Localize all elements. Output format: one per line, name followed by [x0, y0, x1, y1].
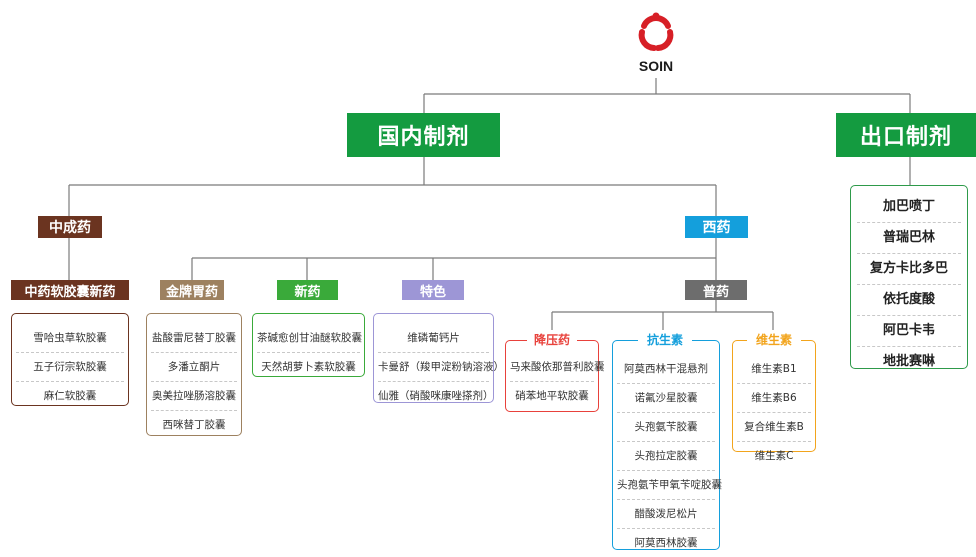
special-header: 特色 — [402, 280, 464, 300]
list-item: 醋酸泼尼松片 — [617, 500, 715, 529]
list-item: 加巴喷丁 — [857, 192, 961, 223]
list-item: 仙雅（硝酸咪康唑搽剂） — [378, 390, 494, 402]
list-item: 头孢氨苄胶囊 — [617, 413, 715, 442]
list-item: 茶碱愈创甘油醚软胶囊 — [257, 324, 362, 353]
list-item: 麻仁软胶囊 — [43, 390, 97, 402]
western-header: 西药 — [685, 216, 748, 238]
bp-list: 马来酸依那普利胶囊 硝苯地平软胶囊 — [505, 340, 605, 412]
newdrug-list: 茶碱愈创甘油醚软胶囊 天然胡萝卜素软胶囊 — [252, 313, 365, 377]
vit-list: 维生素B1 维生素B6 复合维生素B 维生素C — [732, 340, 816, 462]
list-item: 天然胡萝卜素软胶囊 — [261, 361, 356, 373]
list-item: 普瑞巴林 — [857, 223, 961, 254]
list-item: 阿巴卡韦 — [857, 316, 961, 347]
list-item: 维生素B6 — [737, 384, 811, 413]
bp-header: 降压药 — [527, 330, 577, 350]
stomach-header: 金牌胃药 — [160, 280, 224, 300]
list-item: 依托度酸 — [857, 285, 961, 316]
list-item: 盐酸雷尼替丁胶囊 — [151, 324, 237, 353]
special-list: 维磷葡钙片 卡曼舒（羧甲淀粉钠溶液） 仙雅（硝酸咪康唑搽剂） — [373, 313, 504, 403]
list-item: 维磷葡钙片 — [378, 324, 489, 353]
soin-logo: SOIN — [630, 8, 682, 74]
vit-header: 维生素 — [747, 330, 801, 350]
domestic-header: 国内制剂 — [347, 113, 500, 157]
list-item: 多潘立酮片 — [151, 353, 237, 382]
list-item: 复合维生素B — [737, 413, 811, 442]
list-item: 雪哈虫草软胶囊 — [16, 324, 124, 353]
general-header: 普药 — [685, 280, 747, 300]
list-item: 维生素C — [754, 450, 794, 462]
list-item: 头孢氨苄甲氧苄啶胶囊 — [617, 471, 722, 500]
list-item: 地批赛啉 — [882, 354, 935, 369]
list-item: 奥美拉唑肠溶胶囊 — [151, 382, 237, 411]
list-item: 维生素B1 — [737, 355, 811, 384]
list-item: 诺氟沙星胶囊 — [617, 384, 715, 413]
anti-header: 抗生素 — [638, 330, 692, 350]
list-item: 五子衍宗软胶囊 — [16, 353, 124, 382]
export-header: 出口制剂 — [836, 113, 976, 157]
list-item: 马来酸依那普利胶囊 — [510, 353, 605, 382]
tcm-header: 中成药 — [38, 216, 102, 238]
list-item: 阿莫西林干混悬剂 — [617, 355, 715, 384]
list-item: 头孢拉定胶囊 — [617, 442, 715, 471]
export-list: 加巴喷丁 普瑞巴林 复方卡比多巴 依托度酸 阿巴卡韦 地批赛啉 — [850, 185, 968, 369]
soin-logo-icon — [638, 12, 674, 51]
list-item: 阿莫西林胶囊 — [634, 537, 698, 549]
logo-text: SOIN — [638, 58, 674, 74]
list-item: 硝苯地平软胶囊 — [515, 390, 589, 402]
softcap-header: 中药软胶囊新药 — [11, 280, 129, 300]
newdrug-header: 新药 — [277, 280, 338, 300]
list-item: 卡曼舒（羧甲淀粉钠溶液） — [378, 353, 504, 382]
anti-list: 阿莫西林干混悬剂 诺氟沙星胶囊 头孢氨苄胶囊 头孢拉定胶囊 头孢氨苄甲氧苄啶胶囊… — [612, 340, 722, 550]
list-item: 西咪替丁胶囊 — [162, 419, 226, 431]
stomach-list: 盐酸雷尼替丁胶囊 多潘立酮片 奥美拉唑肠溶胶囊 西咪替丁胶囊 — [146, 313, 242, 436]
connector-lines — [68, 78, 911, 330]
softcap-list: 雪哈虫草软胶囊 五子衍宗软胶囊 麻仁软胶囊 — [11, 313, 129, 406]
list-item: 复方卡比多巴 — [857, 254, 961, 285]
